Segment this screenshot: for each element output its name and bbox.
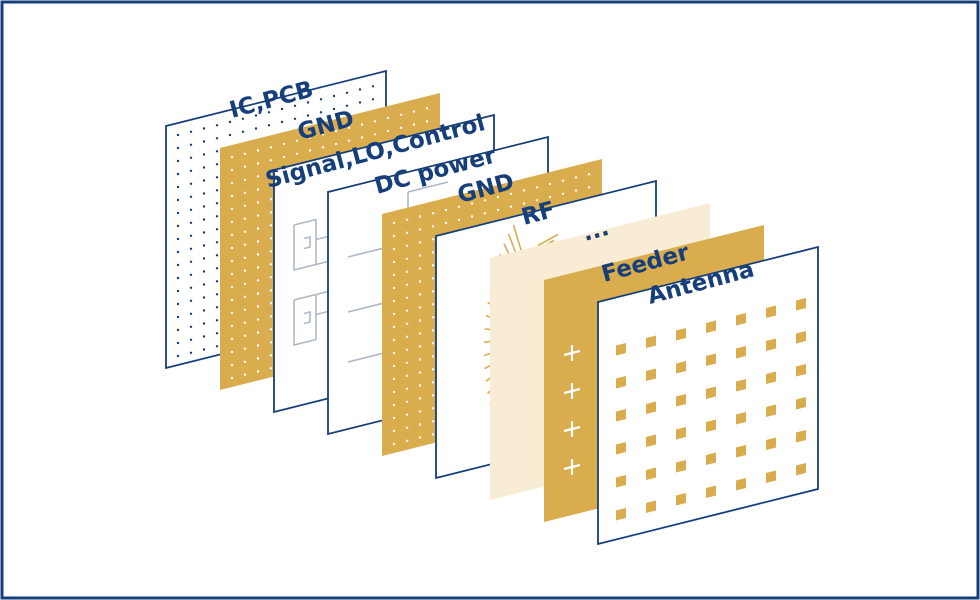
antenna-elements	[616, 298, 806, 521]
layer-panel-antenna	[597, 245, 819, 546]
layers-group	[165, 69, 819, 546]
